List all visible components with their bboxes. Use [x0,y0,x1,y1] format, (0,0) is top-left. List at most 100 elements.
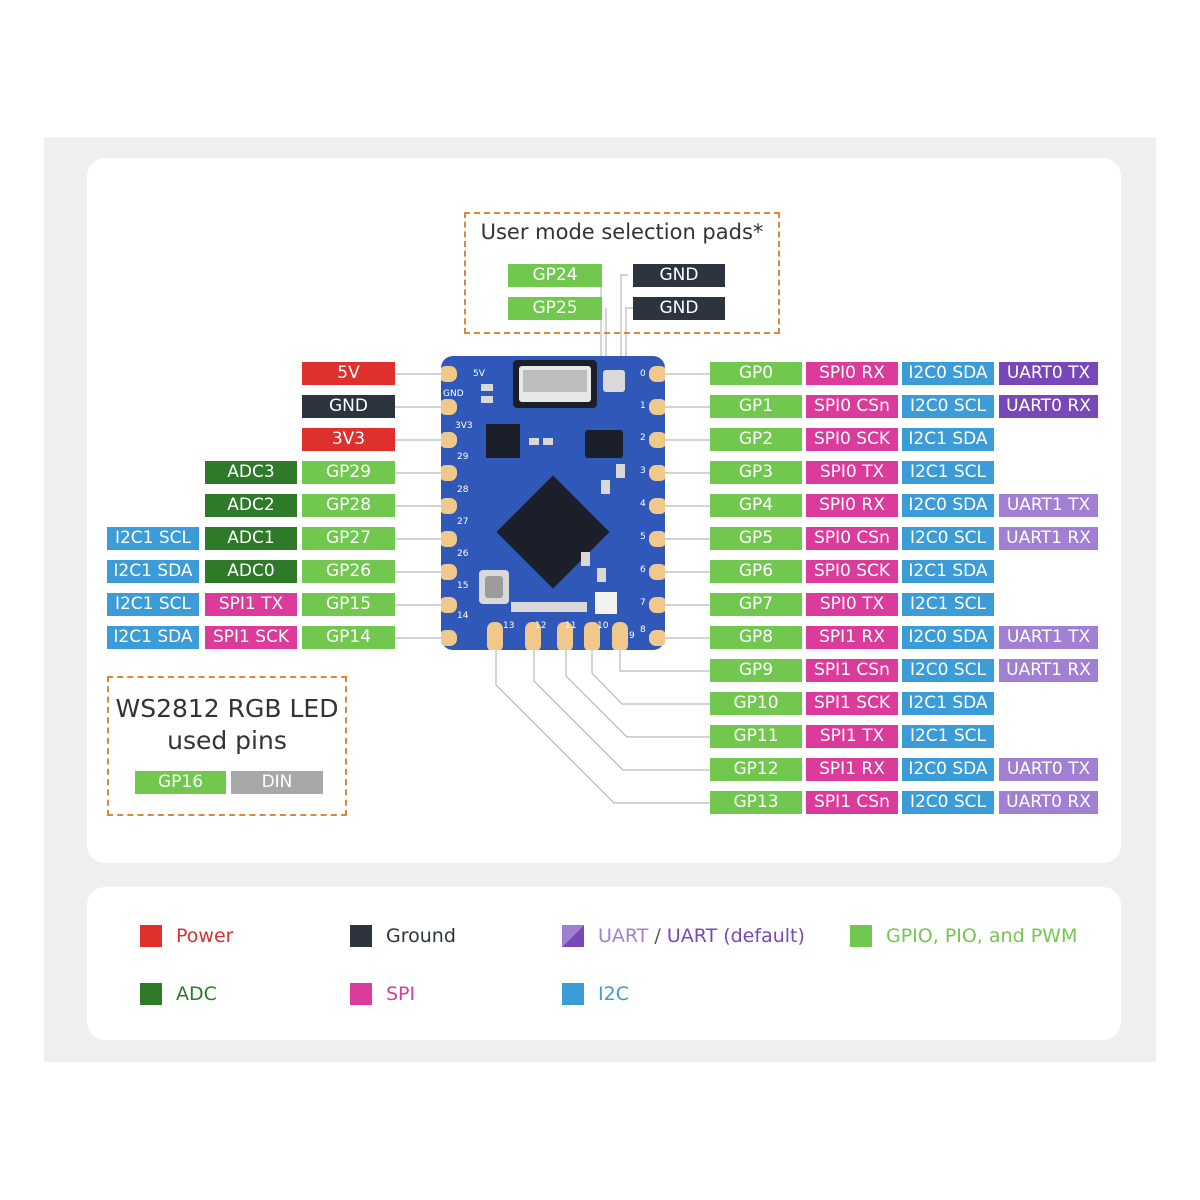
pin-gp15: GP15 [302,593,395,616]
pin-gp2: GP2 [710,428,802,451]
pin-uart: UART1 RX [999,659,1098,682]
pad [584,622,600,650]
pin-pads [441,366,665,650]
legend-power-swatch [140,925,162,947]
pad [557,622,573,650]
pin-gp1: GP1 [710,395,802,418]
pin-adc0: ADC0 [205,560,297,583]
pin-3v3: 3V3 [302,428,395,451]
legend-spi-swatch [350,983,372,1005]
pin-spi: SPI1 SCK [205,626,297,649]
pin-gp4: GP4 [710,494,802,517]
pin-i2c: I2C0 SDA [902,758,994,781]
pin-gp12: GP12 [710,758,802,781]
silk-1: 1 [640,401,646,411]
pin-i2c: I2C1 SDA [902,692,994,715]
pin-spi: SPI0 SCK [806,428,898,451]
pin-i2c: I2C1 SCL [107,527,199,550]
rgb-led [595,592,617,614]
pin-gp6: GP6 [710,560,802,583]
pin-i2c: I2C1 SCL [902,593,994,616]
legend-uart-separator: / [654,925,661,947]
pin-uart: UART1 RX [999,527,1098,550]
pin-i2c: I2C0 SCL [902,527,994,550]
flash-chip [585,430,623,458]
pad [441,465,457,481]
pad [441,432,457,448]
crystal-core [485,576,503,598]
pin-spi: SPI1 CSn [806,659,898,682]
legend-i2c-label: I2C [598,983,629,1005]
silk-11: 11 [565,621,576,631]
legend-card [87,887,1121,1040]
silk-12: 12 [535,621,546,631]
silk-2: 2 [640,433,646,443]
connector-gp11 [565,650,710,738]
pin-spi: SPI0 RX [806,494,898,517]
silk-3v3: 3V3 [455,421,473,431]
pin-spi: SPI1 RX [806,758,898,781]
silk-4: 4 [640,499,646,509]
pin-spi: SPI0 CSn [806,395,898,418]
pin-i2c: I2C0 SDA [902,626,994,649]
pin-gp5: GP5 [710,527,802,550]
silk-6: 6 [640,565,646,575]
pin-din: DIN [231,771,323,794]
connector-gp9 [619,650,710,672]
pad [649,366,665,382]
silk-15: 15 [457,581,468,591]
rp2040-board: 5V GND 3V3 29 28 27 26 15 14 13 12 11 10… [441,356,665,650]
pin-adc2: ADC2 [205,494,297,517]
pin-i2c: I2C0 SCL [902,395,994,418]
pin-i2c: I2C1 SDA [902,560,994,583]
silk-5v: 5V [473,369,486,379]
pin-gp3: GP3 [710,461,802,484]
pin-uart: UART0 TX [999,758,1098,781]
pad [441,630,457,646]
pad-gnd: GND [633,264,725,287]
pad [612,622,628,650]
pad [441,366,457,382]
pad-gnd: GND [633,297,725,320]
pad [441,597,457,613]
connector-gp10 [591,650,710,705]
pin-gp26: GP26 [302,560,395,583]
legend-adc-swatch [140,983,162,1005]
pin-i2c: I2C0 SCL [902,791,994,814]
smd-components [481,384,625,612]
legend-power-label: Power [176,925,234,947]
pin-adc1: ADC1 [205,527,297,550]
user-mode-title: User mode selection pads* [480,220,764,244]
pin-spi: SPI1 SCK [806,692,898,715]
regulator-chip [486,424,520,458]
pin-gp10: GP10 [710,692,802,715]
pin-adc3: ADC3 [205,461,297,484]
pad-gp25: GP25 [508,297,602,320]
pad [441,531,457,547]
legend-uart-label: UART [598,925,649,947]
led-pins-box [107,676,347,816]
pin-i2c: I2C1 SDA [107,626,199,649]
silk-28: 28 [457,485,469,495]
pin-i2c: I2C1 SCL [902,461,994,484]
pin-gp13: GP13 [710,791,802,814]
pin-5v: 5V [302,362,395,385]
pad [441,564,457,580]
pin-gp7: GP7 [710,593,802,616]
silk-27: 27 [457,517,468,527]
pad [649,564,665,580]
pin-i2c: I2C0 SCL [902,659,994,682]
pin-uart-default: UART0 RX [999,395,1098,418]
pin-spi: SPI1 RX [806,626,898,649]
pad [441,399,457,415]
led-box-title: WS2812 RGB LED [115,694,339,723]
pin-gp8: GP8 [710,626,802,649]
pin-i2c: I2C1 SDA [107,560,199,583]
silk-5: 5 [640,532,646,542]
silk-29: 29 [457,452,469,462]
pin-gp9: GP9 [710,659,802,682]
user-mode-box [464,212,780,334]
pin-spi: SPI0 CSn [806,527,898,550]
pin-gnd: GND [302,395,395,418]
